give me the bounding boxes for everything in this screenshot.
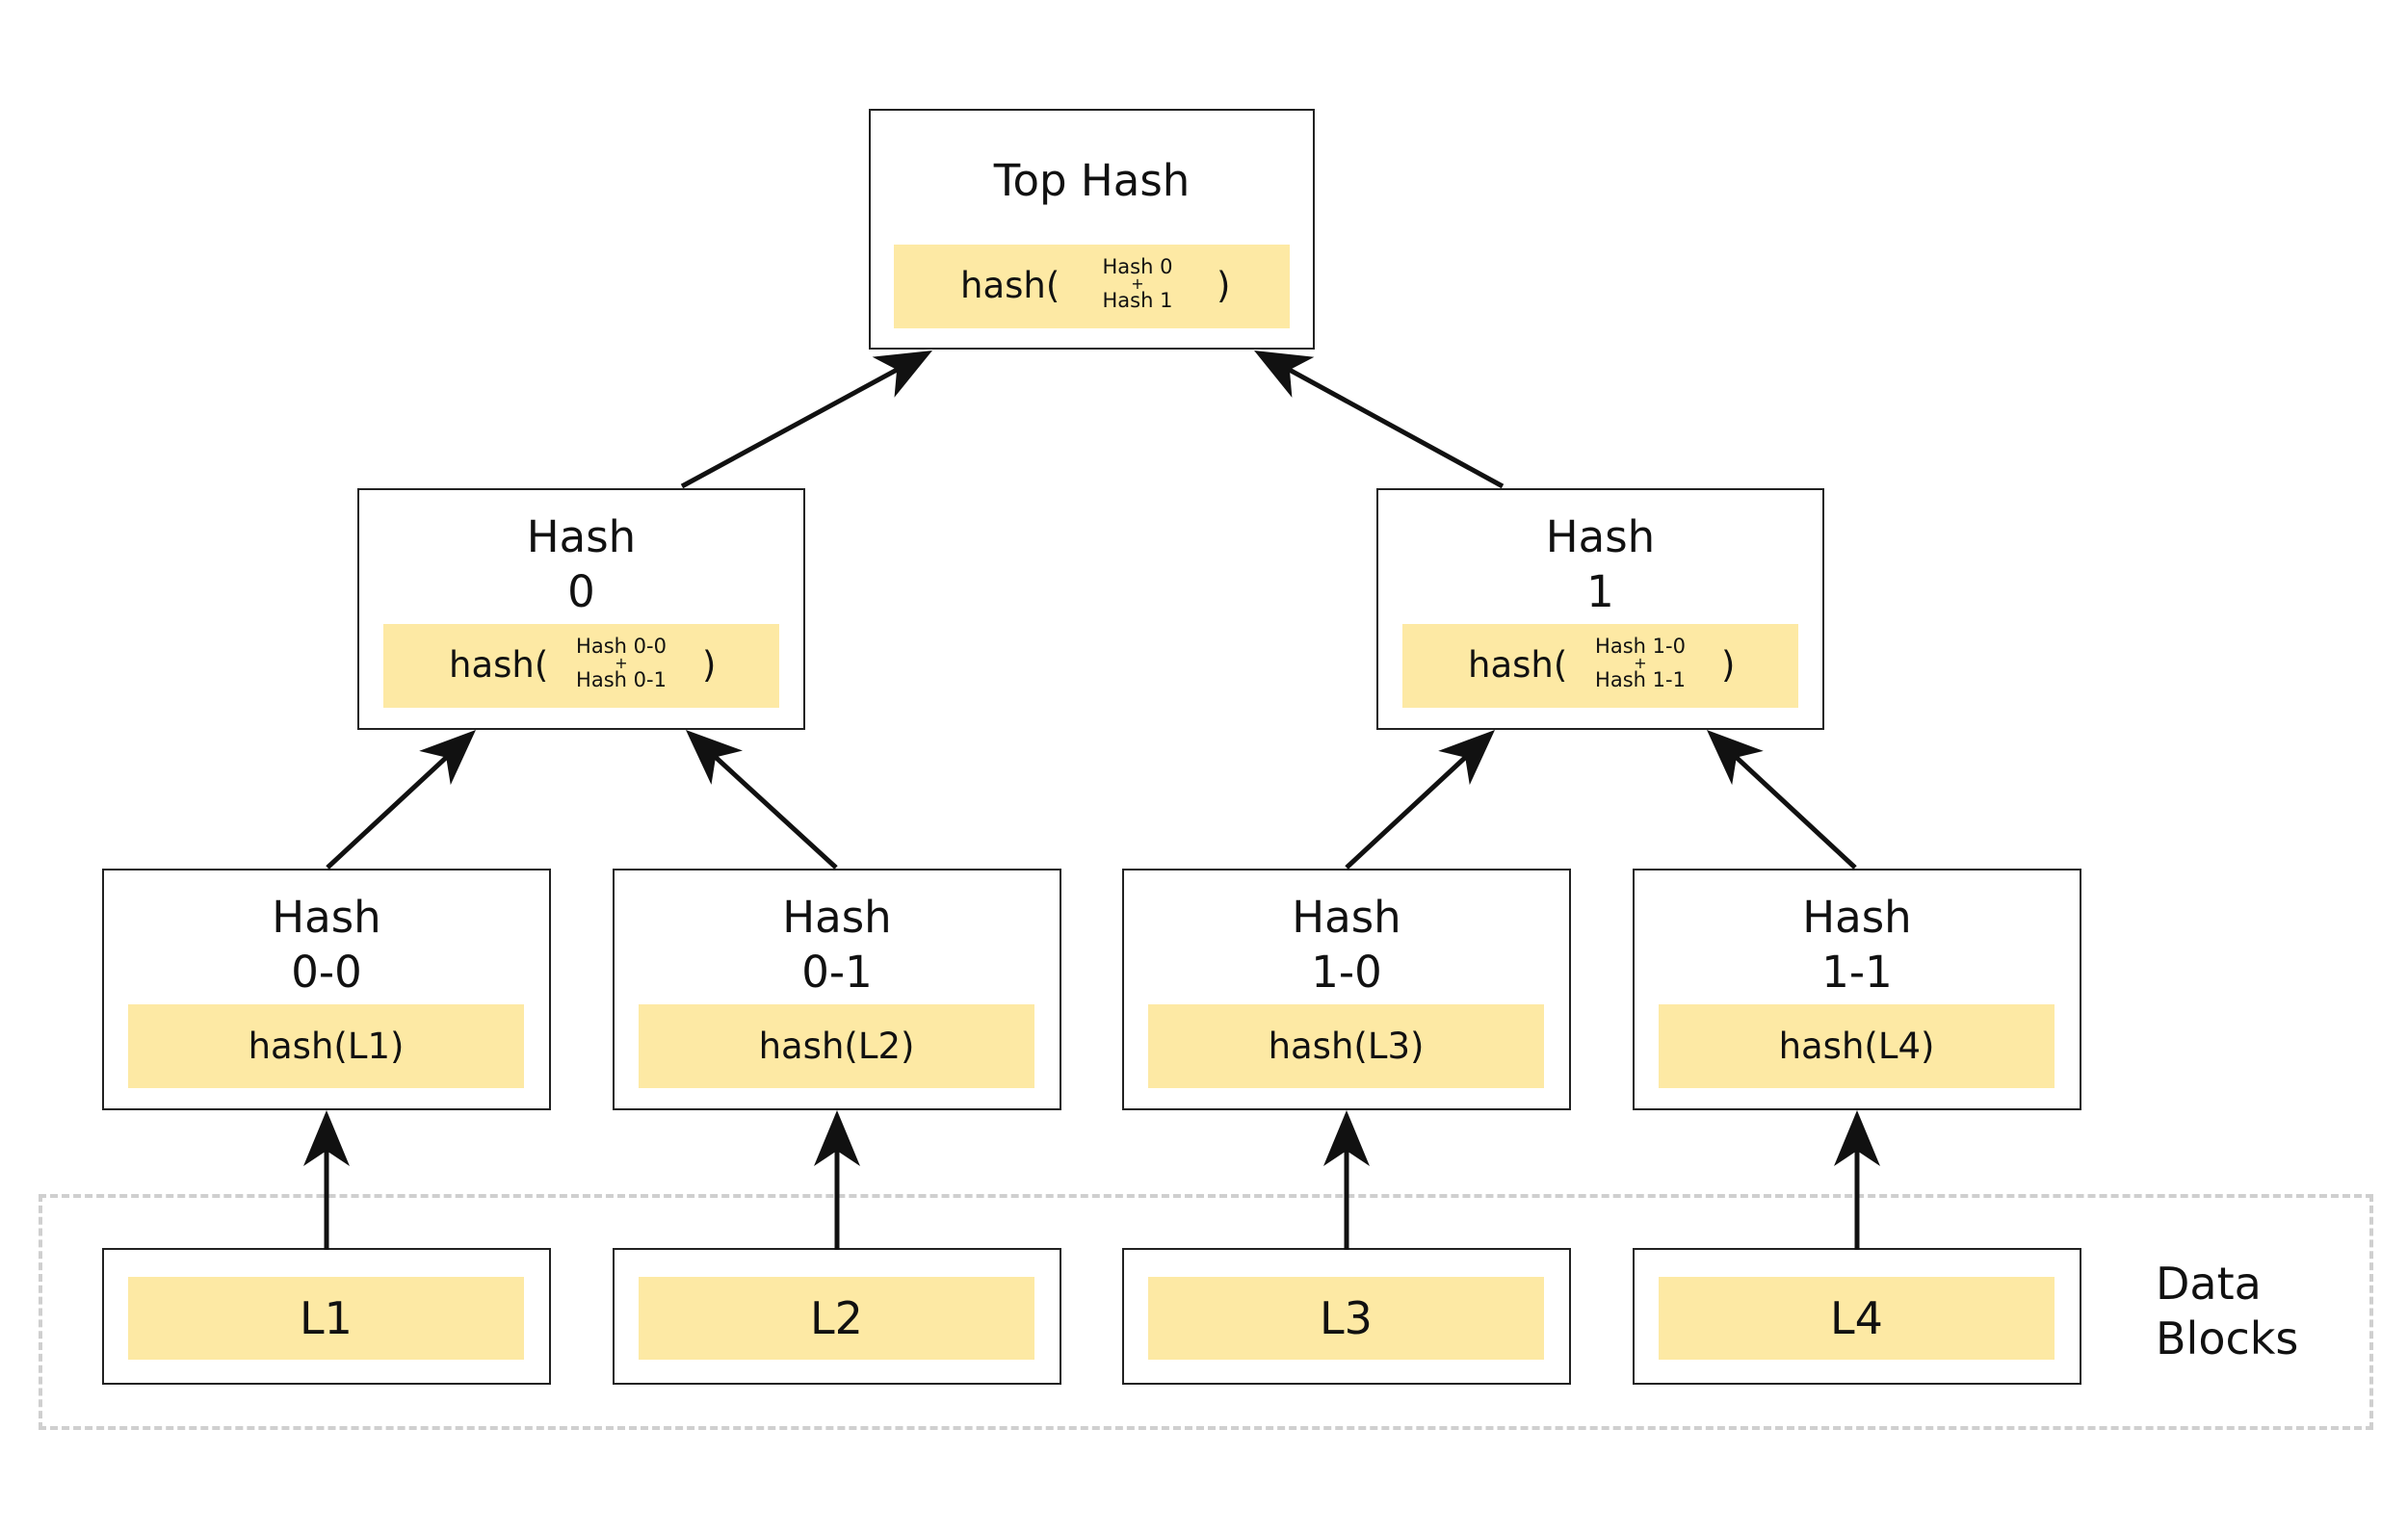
- arrow-l4-to-hash-1-1-head: [1834, 1110, 1880, 1166]
- arrow-hash-1-0-to-hash-1-shaft: [1345, 747, 1476, 870]
- hash-0-title: Hash 0: [526, 511, 637, 617]
- formula-operands: Hash 0 + Hash 1: [1075, 257, 1200, 311]
- data-blocks-label: Data Blocks: [2156, 1258, 2299, 1364]
- formula-operator: +: [1131, 274, 1144, 293]
- hash-0-formula: hash( Hash 0-0 + Hash 0-1 ): [383, 624, 779, 708]
- hash-1-0-title: Hash 1-0: [1292, 892, 1401, 998]
- arrow-l1-to-hash-0-0-head: [303, 1110, 350, 1166]
- hash-1-1-formula: hash(L4): [1659, 1004, 2055, 1088]
- hash-0-0-formula: hash(L1): [128, 1004, 524, 1088]
- formula-operand-bottom: Hash 1-1: [1595, 668, 1686, 691]
- hash-1-1-title: Hash 1-1: [1802, 892, 1912, 998]
- data-block-l1: L1: [102, 1248, 551, 1385]
- data-block-l2-label: L2: [810, 1292, 863, 1344]
- arrow-hash-0-1-to-hash-0-head: [686, 730, 743, 785]
- hash-1-1-node: Hash 1-1 hash(L4): [1633, 869, 2081, 1110]
- arrow-hash-0-to-top-shaft: [680, 362, 908, 489]
- hash-0-1-title: Hash 0-1: [782, 892, 892, 998]
- arrow-hash-1-1-to-hash-1-shaft: [1726, 747, 1857, 870]
- hash-1-formula: hash( Hash 1-0 + Hash 1-1 ): [1402, 624, 1798, 708]
- hash-1-node: Hash 1 hash( Hash 1-0 + Hash 1-1 ): [1376, 488, 1824, 730]
- data-block-l1-label: L1: [300, 1292, 353, 1344]
- formula-operands: Hash 1-0 + Hash 1-1: [1578, 637, 1703, 690]
- top-hash-node: Top Hash hash( Hash 0 + Hash 1 ): [869, 109, 1315, 350]
- data-block-l1-fill: L1: [128, 1277, 524, 1360]
- formula-operator: +: [1634, 654, 1647, 672]
- hash-0-0-title: Hash 0-0: [272, 892, 381, 998]
- arrow-l3-to-hash-1-0-head: [1323, 1110, 1370, 1166]
- data-block-l4-label: L4: [1830, 1292, 1883, 1344]
- arrow-hash-1-1-to-hash-1-head: [1707, 730, 1764, 786]
- arrow-hash-1-to-top-head: [1254, 351, 1315, 398]
- data-block-l3: L3: [1122, 1248, 1571, 1385]
- arrow-hash-1-to-top-shaft: [1278, 362, 1505, 489]
- formula-text: hash(L2): [758, 1026, 915, 1067]
- data-blocks-group: [39, 1194, 2373, 1430]
- data-block-l3-label: L3: [1320, 1292, 1373, 1344]
- data-block-l2: L2: [613, 1248, 1061, 1385]
- formula-operands: Hash 0-0 + Hash 0-1: [559, 637, 684, 690]
- data-block-l2-fill: L2: [639, 1277, 1034, 1360]
- hash-0-1-node: Hash 0-1 hash(L2): [613, 869, 1061, 1110]
- formula-operand-bottom: Hash 0-1: [576, 668, 667, 691]
- hash-1-0-node: Hash 1-0 hash(L3): [1122, 869, 1571, 1110]
- formula-operator: +: [615, 654, 628, 672]
- top-hash-formula: hash( Hash 0 + Hash 1 ): [894, 245, 1290, 328]
- hash-0-0-node: Hash 0-0 hash(L1): [102, 869, 551, 1110]
- formula-text: hash(L1): [248, 1026, 405, 1067]
- arrow-hash-0-to-top-head: [872, 351, 932, 398]
- arrow-hash-0-0-to-hash-0-shaft: [326, 747, 457, 870]
- hash-1-title: Hash 1: [1545, 511, 1656, 617]
- hash-0-node: Hash 0 hash( Hash 0-0 + Hash 0-1 ): [357, 488, 805, 730]
- formula-text: hash(L4): [1778, 1026, 1935, 1067]
- arrow-hash-0-0-to-hash-0-head: [419, 730, 476, 786]
- hash-0-1-formula: hash(L2): [639, 1004, 1034, 1088]
- formula-operand-top: Hash 0-0: [576, 635, 667, 658]
- hash-1-0-formula: hash(L3): [1148, 1004, 1544, 1088]
- arrow-l2-to-hash-0-1-head: [814, 1110, 860, 1166]
- formula-text: hash(L3): [1268, 1026, 1425, 1067]
- arrow-hash-0-1-to-hash-0-shaft: [705, 747, 838, 870]
- data-block-l3-fill: L3: [1148, 1277, 1544, 1360]
- formula-prefix: hash(: [960, 265, 1060, 306]
- data-block-l4-fill: L4: [1659, 1277, 2055, 1360]
- top-hash-title: Top Hash: [993, 155, 1191, 206]
- formula-prefix: hash(: [449, 644, 549, 686]
- formula-operand-top: Hash 0: [1102, 255, 1173, 278]
- arrow-hash-1-0-to-hash-1-head: [1438, 730, 1495, 786]
- formula-operand-top: Hash 1-0: [1595, 635, 1686, 658]
- formula-prefix: hash(: [1468, 644, 1568, 686]
- data-block-l4: L4: [1633, 1248, 2081, 1385]
- formula-suffix: ): [1721, 644, 1736, 686]
- formula-suffix: ): [702, 644, 717, 686]
- formula-operand-bottom: Hash 1: [1102, 289, 1173, 312]
- formula-suffix: ): [1217, 265, 1231, 306]
